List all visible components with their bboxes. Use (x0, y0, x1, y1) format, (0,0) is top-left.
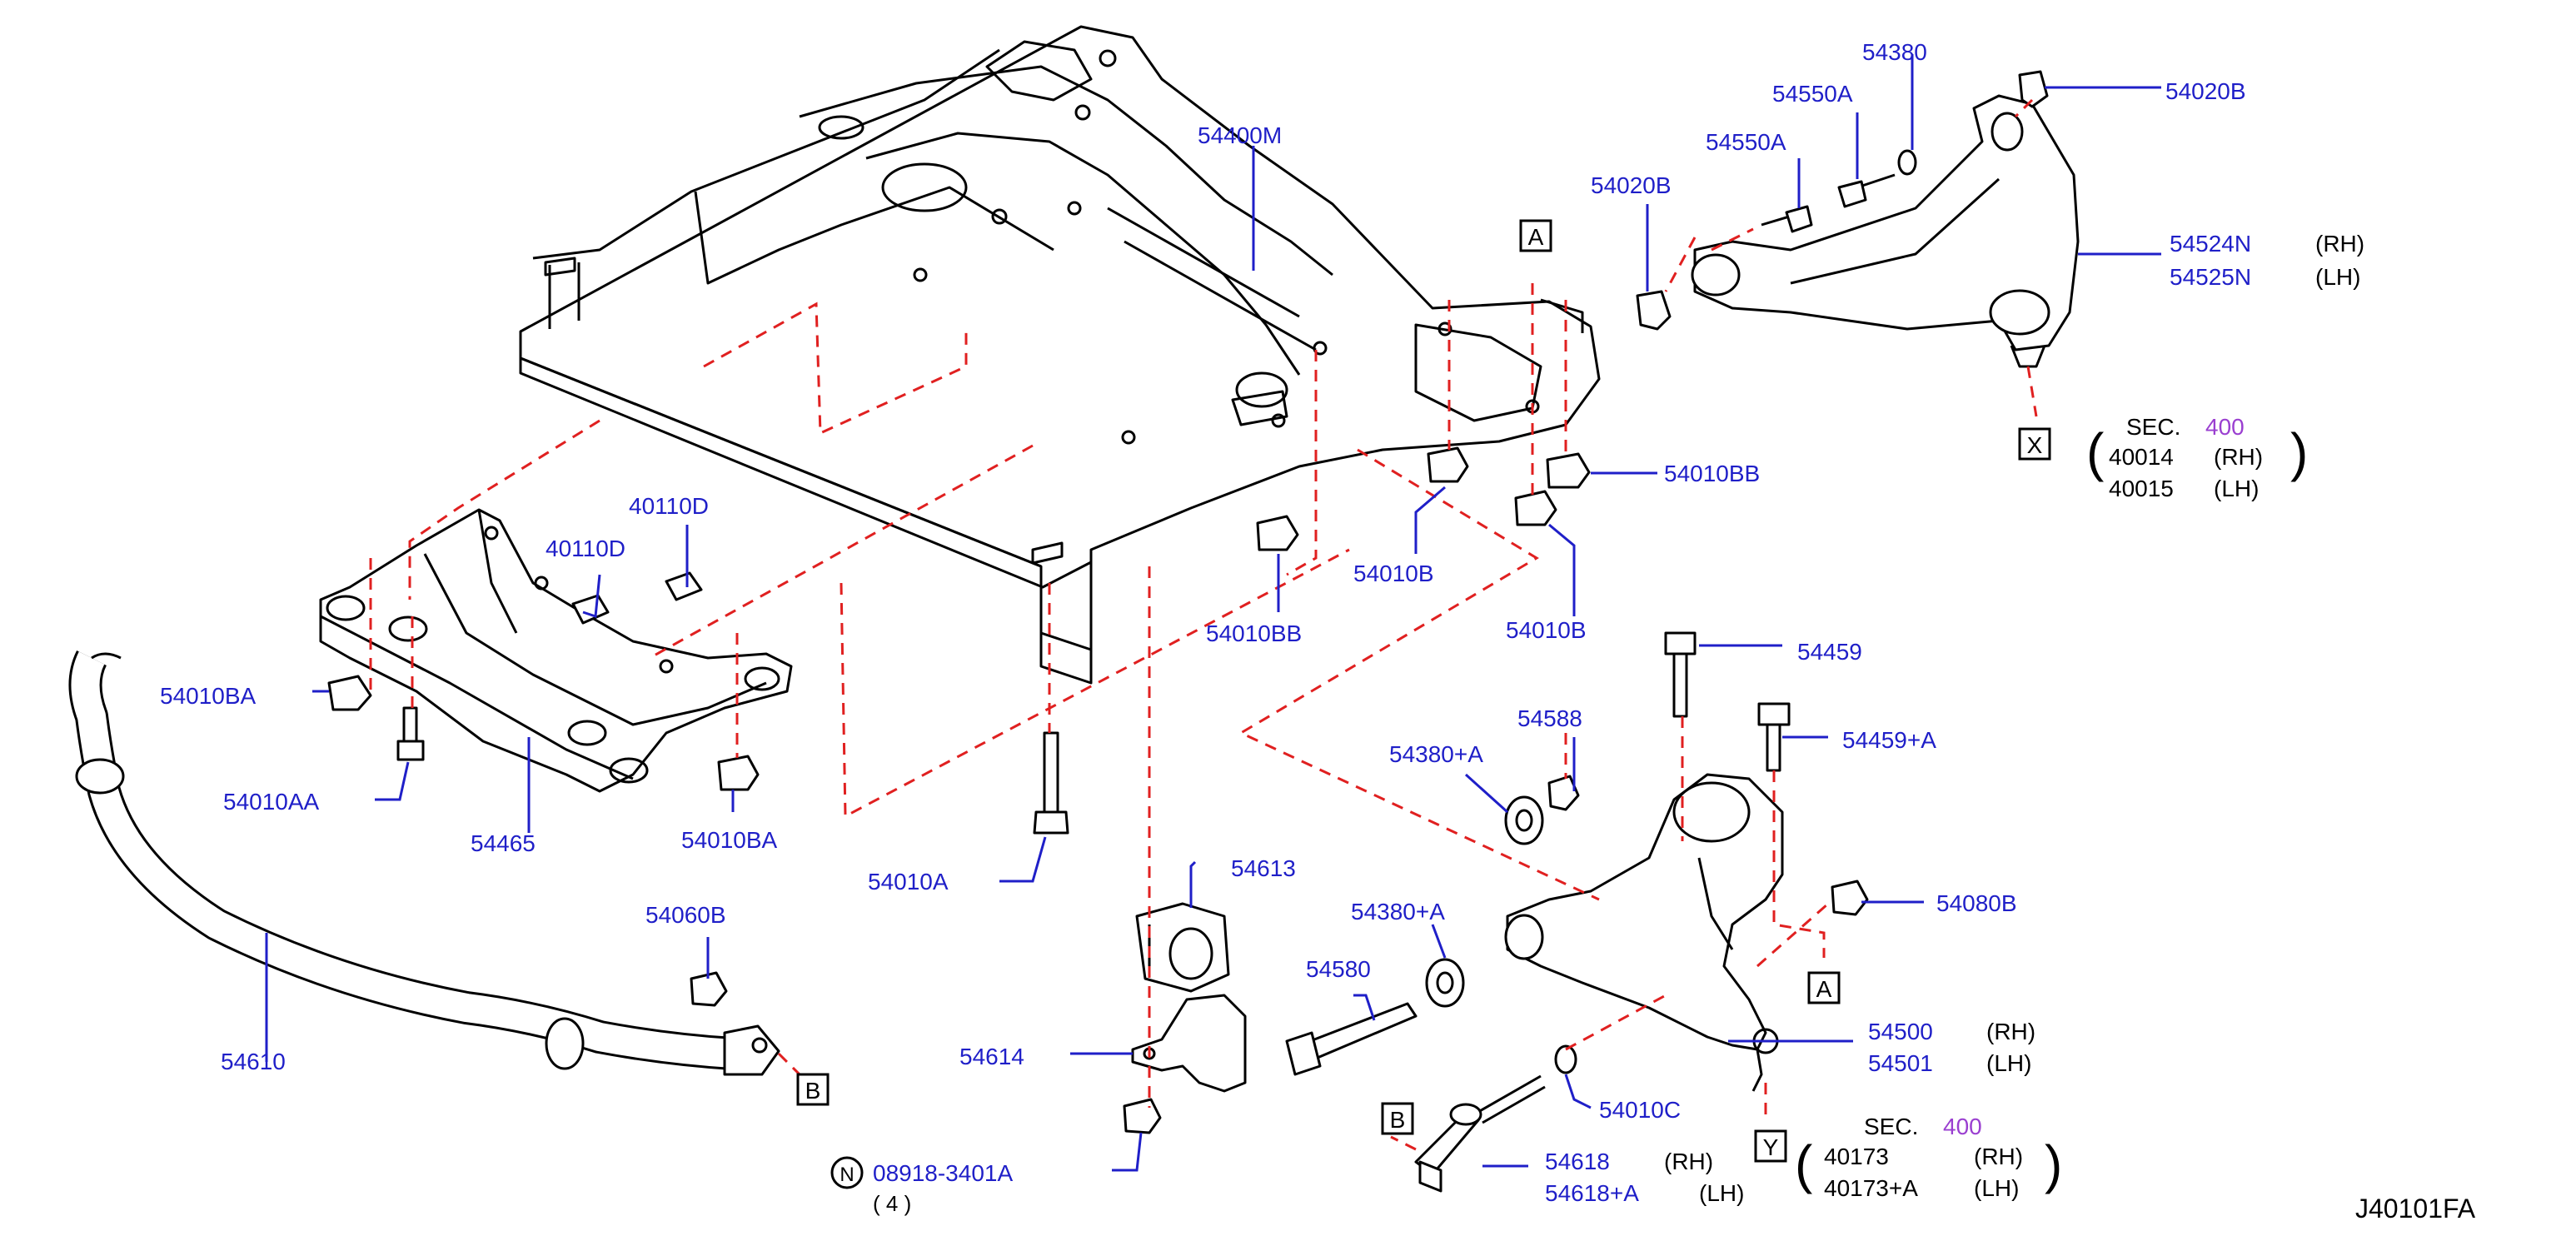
label-40110D-upper: 40110D (629, 493, 709, 519)
ref-box-a-top (1519, 219, 1552, 252)
label-08918-3401A: 08918-3401A (873, 1160, 1013, 1186)
label-54380A-lower: 54380+A (1351, 899, 1445, 925)
label-54550A-lower: 54550A (1706, 129, 1786, 155)
label-54500-side: (RH) (1986, 1019, 2035, 1044)
label-54080B: 54080B (1936, 890, 2017, 916)
label-54400M: 54400M (1198, 122, 1282, 148)
ref-letter-a-bottom: A (1816, 976, 1832, 1002)
stabilizer-bar-drawing (68, 650, 780, 1076)
label-54020B-right: 54020B (2165, 78, 2246, 104)
label-54380: 54380 (1862, 39, 1927, 65)
fasteners (327, 70, 2049, 1134)
label-54010AA: 54010AA (223, 789, 320, 815)
label-54618A: 54618+A (1545, 1180, 1639, 1206)
label-54524N: 54524N (2170, 231, 2251, 257)
label-54380A-upper: 54380+A (1389, 741, 1483, 767)
rear-member-drawing (319, 508, 793, 793)
ref-letter-y: Y (1763, 1134, 1779, 1160)
label-54500: 54500 (1868, 1019, 1933, 1044)
sec-bottom-lh-side: (LH) (1974, 1175, 2019, 1201)
label-54060B: 54060B (645, 902, 726, 928)
label-54525N: 54525N (2170, 264, 2251, 290)
label-54010BA-left: 54010BA (160, 683, 257, 709)
sec-top-number: 400 (2205, 414, 2245, 440)
clip-nut-40110D-b (665, 571, 703, 601)
sec-top-lh-side: (LH) (2214, 476, 2259, 501)
ref-circle-n (830, 1156, 864, 1189)
sec-bottom-rh-side: (RH) (1974, 1144, 2023, 1169)
label-54524N-side: (RH) (2315, 231, 2364, 257)
sec-bottom-number: 400 (1943, 1114, 1982, 1139)
sec-bottom-label: SEC. (1864, 1114, 1918, 1139)
sec-top-paren-close: ) (2290, 422, 2308, 482)
sec-top-rh-part: 40014 (2109, 444, 2174, 470)
label-54010B-left: 54010B (1353, 561, 1434, 586)
label-54550A-upper: 54550A (1772, 81, 1853, 107)
label-54525N-side: (LH) (2315, 264, 2360, 290)
diagram-id: J40101FA (2355, 1194, 2476, 1224)
ref-letter-x: X (2027, 432, 2043, 458)
label-54618: 54618 (1545, 1149, 1610, 1174)
part-labels: 54400M 54380 54550A 54550A 54020B 54020B… (160, 39, 2364, 1216)
ref-box-a-bottom (1807, 971, 1841, 1004)
clip-nut-40110D-a (571, 594, 610, 625)
label-54459: 54459 (1797, 639, 1862, 665)
sec-top-lh-part: 40015 (2109, 476, 2174, 501)
label-54614: 54614 (959, 1044, 1024, 1069)
label-40110D-lower: 40110D (546, 536, 625, 561)
label-54010A: 54010A (868, 869, 949, 895)
stabilizer-link-drawing (1414, 1074, 1546, 1193)
ref-box-b-stabilizer (796, 1073, 830, 1106)
section-ref-top: SEC. 400 ( ) 40014 (RH) 40015 (LH) (2086, 414, 2308, 501)
assembly-dashed-lines (369, 98, 2038, 1151)
leader-lines (265, 54, 2161, 1172)
ref-box-b-link (1381, 1102, 1414, 1135)
label-54010BB-left: 54010BB (1206, 620, 1302, 646)
reference-markers: A A B B X Y N (796, 219, 2051, 1189)
ref-letter-a-top: A (1528, 224, 1544, 250)
label-54588: 54588 (1517, 705, 1582, 731)
ref-letter-b-stabilizer: B (805, 1078, 821, 1104)
label-54618A-side: (LH) (1699, 1180, 1744, 1206)
label-54010BB-right: 54010BB (1664, 461, 1760, 486)
sec-top-label: SEC. (2126, 414, 2180, 440)
label-54020B-left: 54020B (1591, 172, 1672, 198)
label-54501-side: (LH) (1986, 1050, 2031, 1076)
label-54613: 54613 (1231, 855, 1296, 881)
label-54010BA-right: 54010BA (681, 827, 778, 853)
sec-top-rh-side: (RH) (2214, 444, 2263, 470)
sec-bottom-lh-part: 40173+A (1824, 1175, 1918, 1201)
line-art (68, 25, 2080, 1193)
label-54010B-right: 54010B (1506, 617, 1587, 643)
label-54010C: 54010C (1599, 1097, 1681, 1123)
sec-bottom-paren-open: ( (1795, 1134, 1812, 1194)
label-54610: 54610 (221, 1049, 286, 1074)
clamp-drawing (1131, 994, 1247, 1093)
upper-link-drawing (1691, 94, 2080, 368)
label-54459A: 54459+A (1842, 727, 1936, 753)
label-54580: 54580 (1306, 956, 1371, 982)
section-ref-bottom: SEC. 400 ( ) 40173 (RH) 40173+A (LH) (1795, 1114, 2062, 1201)
label-54618-side: (RH) (1664, 1149, 1713, 1174)
ref-letter-b-link: B (1390, 1107, 1406, 1133)
label-quantity: ( 4 ) (873, 1191, 911, 1216)
ref-letter-n: N (840, 1164, 854, 1186)
sec-bottom-paren-close: ) (2045, 1134, 2062, 1194)
sec-bottom-rh-part: 40173 (1824, 1144, 1889, 1169)
ref-box-y (1754, 1129, 1787, 1163)
sec-top-paren-open: ( (2086, 422, 2104, 482)
label-54465: 54465 (471, 830, 536, 856)
label-54501: 54501 (1868, 1050, 1933, 1076)
knuckle-drawing (1504, 773, 1784, 1092)
ref-box-x (2018, 427, 2051, 461)
